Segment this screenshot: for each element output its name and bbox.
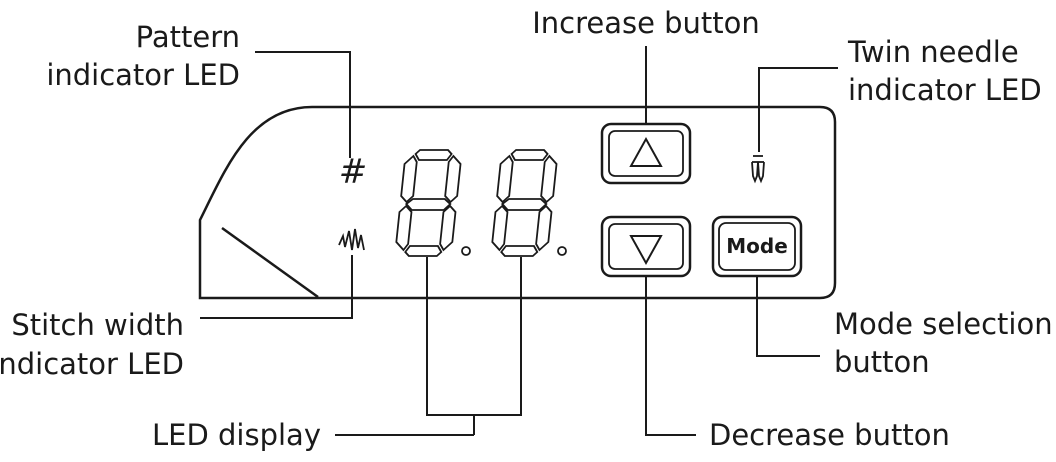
down-arrow-icon xyxy=(629,235,663,266)
led-decimal-2 xyxy=(557,246,567,256)
twin-needle-icon xyxy=(751,155,765,184)
stitch-label-line2: indicator LED xyxy=(0,347,184,381)
decrease-button[interactable] xyxy=(600,215,692,278)
twin-label-line1: Twin needle xyxy=(847,35,1019,69)
stitch-width-icon xyxy=(338,228,365,251)
panel-outline xyxy=(198,105,837,300)
led-decimal-1 xyxy=(461,246,471,256)
led-digit-2 xyxy=(491,149,558,257)
mode-label-line1: Mode selection xyxy=(834,307,1053,341)
increase-label: Increase button xyxy=(532,6,760,40)
mode-button[interactable]: Mode xyxy=(711,215,803,278)
up-arrow-icon xyxy=(629,136,663,167)
panel-corner-line xyxy=(221,226,319,299)
pattern-label-line1: Pattern xyxy=(136,20,240,54)
pattern-symbol: # xyxy=(339,152,368,192)
pattern-label-line2: indicator LED xyxy=(46,58,240,92)
mode-button-label: Mode xyxy=(726,234,788,258)
led-digit-1 xyxy=(395,149,462,257)
led-display-label: LED display xyxy=(152,418,321,452)
stitch-label-line1: Stitch width xyxy=(11,308,184,342)
leader-lines xyxy=(200,46,838,436)
twin-label-line2: indicator LED xyxy=(848,73,1042,107)
increase-button[interactable] xyxy=(600,122,692,185)
decrease-label: Decrease button xyxy=(709,418,950,452)
pattern-indicator-led: # xyxy=(339,152,368,192)
mode-label-line2: button xyxy=(834,345,930,379)
